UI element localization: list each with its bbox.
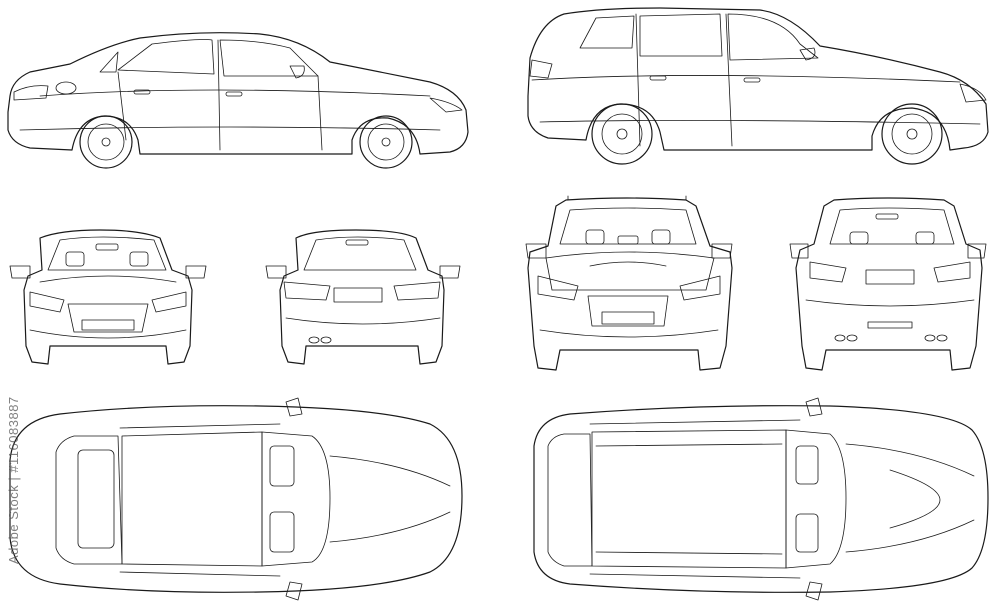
suv-front-view — [525, 195, 733, 371]
suv-rear-view — [789, 197, 987, 371]
suv-side-view — [527, 7, 989, 165]
sedan-side-view — [7, 32, 469, 169]
watermark-id: Adobe Stock | #116083887 — [6, 396, 21, 564]
suv-top-view — [533, 397, 989, 601]
sedan-rear-view — [265, 229, 461, 365]
sedan-front-view — [9, 229, 207, 365]
sedan-top-view — [9, 397, 463, 601]
